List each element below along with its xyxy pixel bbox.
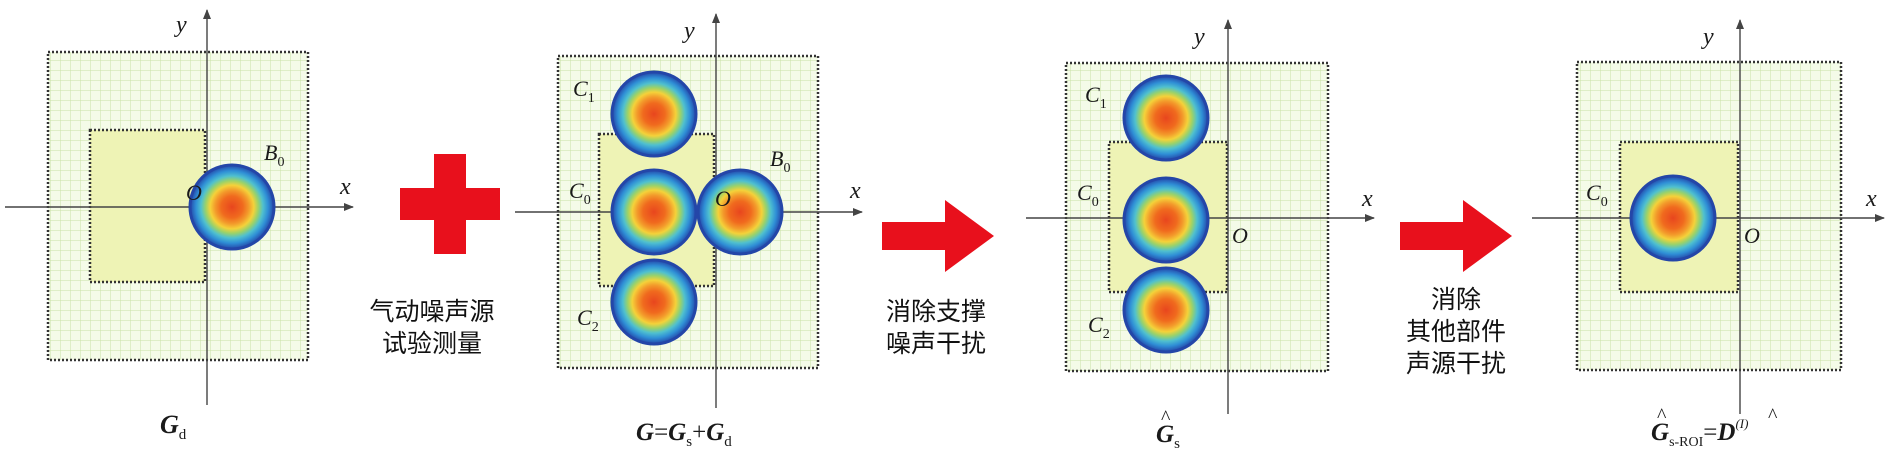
source-label-c0: C0 <box>1077 180 1099 210</box>
y-axis-label: y <box>682 18 695 44</box>
op3-line2: 其他部件 <box>1406 317 1506 346</box>
origin-label: O <box>186 180 202 205</box>
x-axis-label: x <box>1865 186 1877 212</box>
caption-gs-hat: Gs <box>1156 421 1180 452</box>
source-label-b0: B0 <box>770 146 790 176</box>
caption-hat: ^ <box>1657 405 1667 427</box>
caption-g-equation: G=Gs+Gd <box>636 419 732 450</box>
source-b0 <box>188 163 276 251</box>
source-c1 <box>610 70 698 158</box>
caption-hat: ^ <box>1161 407 1171 429</box>
source-label-c1: C1 <box>1085 82 1107 112</box>
source-c1 <box>1122 74 1210 162</box>
source-label-c1: C1 <box>573 76 595 106</box>
x-axis-label: x <box>339 174 351 200</box>
op1-line2: 试验测量 <box>382 329 482 358</box>
source-c0 <box>610 168 698 256</box>
panel-2: y x O C1 C0 C2 B0 G=Gs+Gd <box>515 13 863 450</box>
source-label-c0: C0 <box>569 178 591 208</box>
source-c2 <box>1122 266 1210 354</box>
op3-line1: 消除 <box>1431 285 1481 314</box>
source-c0 <box>1629 174 1717 262</box>
caption-gd: Gd <box>160 410 187 443</box>
origin-label: O <box>1232 223 1248 248</box>
op2-line1: 消除支撑 <box>886 297 986 326</box>
op1-line1: 气动噪声源 <box>369 297 494 326</box>
source-label-b0: B0 <box>264 140 284 170</box>
x-axis-label: x <box>849 178 861 204</box>
source-label-c2: C2 <box>577 305 599 335</box>
source-c2 <box>610 258 698 346</box>
source-label-c2: C2 <box>1088 312 1110 342</box>
source-label-c0: C0 <box>1586 180 1608 210</box>
plus-icon <box>400 154 500 254</box>
right-arrow-icon <box>882 200 994 272</box>
operation-1: 气动噪声源 试验测量 <box>369 154 500 358</box>
panel-3: y x O C1 C0 C2 ^ Gs <box>1026 19 1375 452</box>
caption-roi-equation: Gs-ROI=D(I) <box>1651 416 1748 450</box>
origin-label: O <box>715 186 731 211</box>
x-axis-label: x <box>1361 186 1373 212</box>
op3-line3: 声源干扰 <box>1406 349 1506 378</box>
y-axis-label: y <box>174 12 187 38</box>
right-arrow-icon <box>1400 200 1512 272</box>
panel-1: y x O B0 Gd <box>5 9 354 443</box>
y-axis-label: y <box>1701 24 1714 50</box>
origin-label: O <box>1744 223 1760 248</box>
inner-region <box>88 128 207 284</box>
source-c0 <box>1122 176 1210 264</box>
op2-line2: 噪声干扰 <box>886 329 986 358</box>
operation-2: 消除支撑 噪声干扰 <box>882 200 994 358</box>
caption-hat-d: ^ <box>1768 405 1778 427</box>
panel-4: y x O C0 ^ ^ Gs-ROI=D(I) <box>1532 19 1885 450</box>
source-b0 <box>696 168 784 256</box>
operation-3: 消除 其他部件 声源干扰 <box>1400 200 1512 378</box>
y-axis-label: y <box>1192 24 1205 50</box>
